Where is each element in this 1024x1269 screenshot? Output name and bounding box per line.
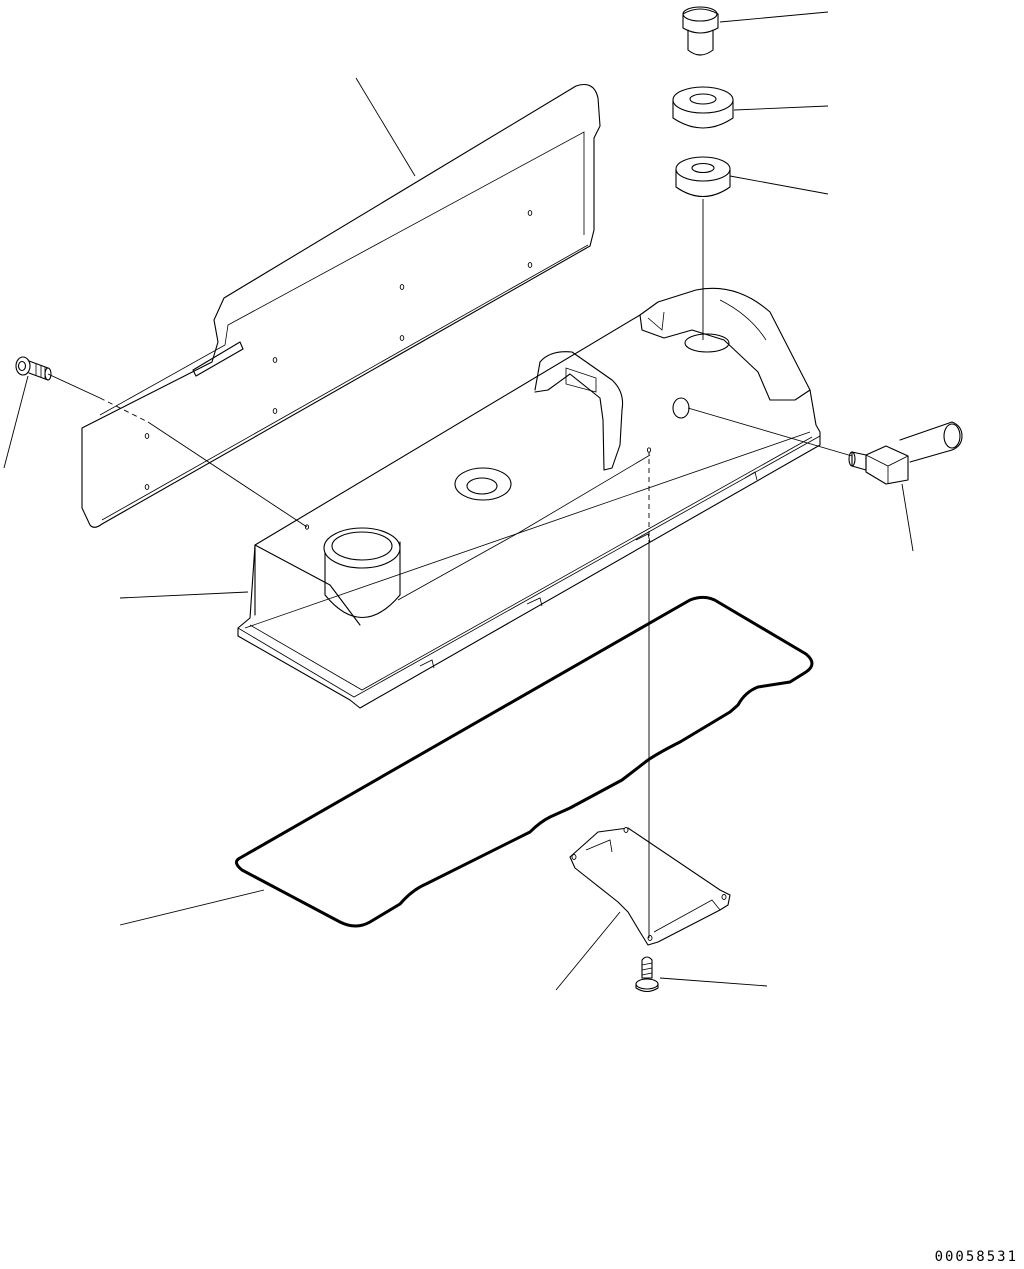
valve-cover — [238, 288, 820, 708]
temperature-sensor — [849, 422, 962, 484]
flange-bolt — [16, 357, 51, 380]
heat-shield-plate — [82, 85, 600, 528]
sealing-washer — [673, 87, 733, 128]
assembly-lines — [48, 199, 852, 938]
drawing-number: 00058531 — [934, 1249, 1018, 1265]
callout-leaders — [4, 12, 913, 990]
bracket-plate — [570, 828, 730, 946]
cap-bolt — [683, 7, 718, 55]
valve-cover-gasket — [236, 597, 812, 926]
grommet — [676, 157, 730, 197]
mounting-screw — [636, 957, 658, 992]
